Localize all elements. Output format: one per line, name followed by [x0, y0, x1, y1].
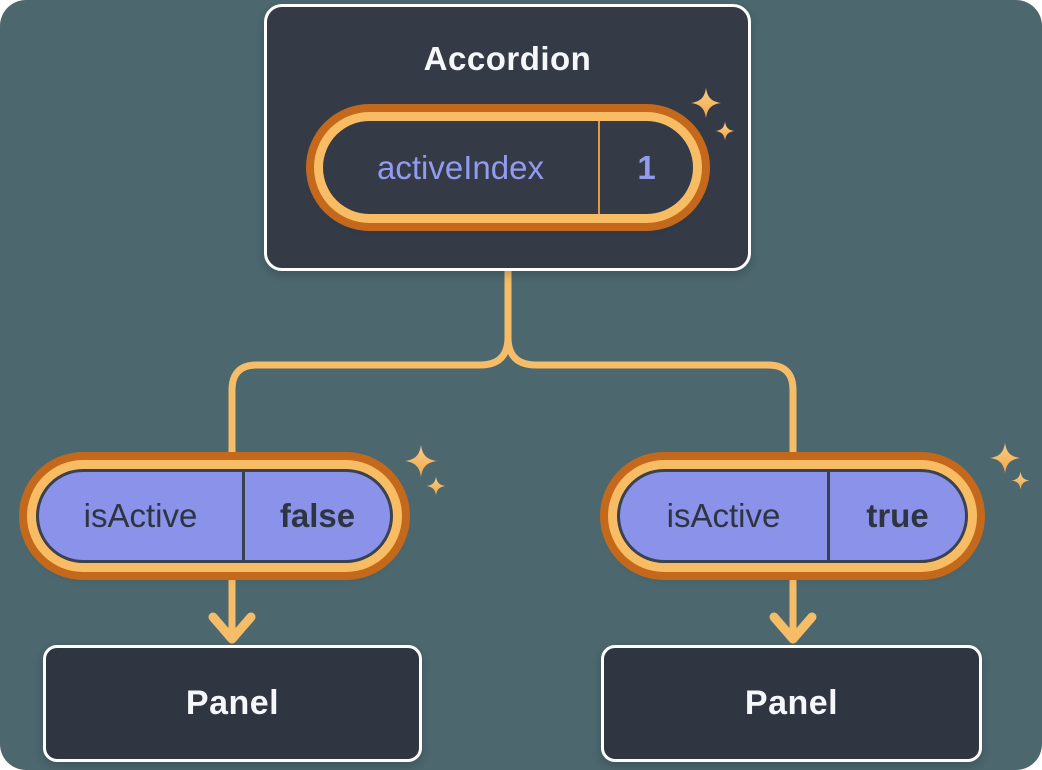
prop-pill-left: isActive false [36, 469, 393, 563]
prop-right-value-segment: true [830, 472, 965, 560]
sparkle-large-icon [404, 444, 438, 478]
prop-right-label: isActive [666, 497, 781, 534]
prop-left-label-segment: isActive [39, 472, 245, 560]
sparkle-small-icon [1011, 471, 1030, 490]
state-value-segment: 1 [600, 121, 693, 214]
sparkle-large-icon [690, 87, 722, 119]
state-pill: activeIndex 1 [323, 121, 693, 214]
sparkle-small-icon [715, 121, 735, 141]
state-value: 1 [637, 148, 656, 186]
branch-left-line [228, 266, 512, 462]
prop-right-value: true [866, 497, 929, 534]
state-label-segment: activeIndex [323, 121, 600, 214]
state-label: activeIndex [377, 148, 544, 186]
prop-left-value: false [279, 497, 356, 534]
prop-left-label: isActive [83, 497, 198, 534]
arrow-left-head-icon [208, 612, 256, 644]
prop-right-label-segment: isActive [620, 472, 830, 560]
arrow-right-head-icon [769, 612, 817, 644]
sparkle-large-icon [989, 442, 1021, 474]
sparkle-small-icon [426, 476, 446, 496]
branch-right-line [504, 333, 797, 462]
panel-node-right: Panel [601, 645, 982, 762]
panel-left-title: Panel [185, 684, 280, 722]
panel-right-title: Panel [744, 684, 839, 722]
prop-pill-right: isActive true [617, 469, 968, 563]
prop-left-value-segment: false [245, 472, 390, 560]
accordion-title: Accordion [423, 40, 592, 77]
panel-node-left: Panel [43, 645, 422, 762]
